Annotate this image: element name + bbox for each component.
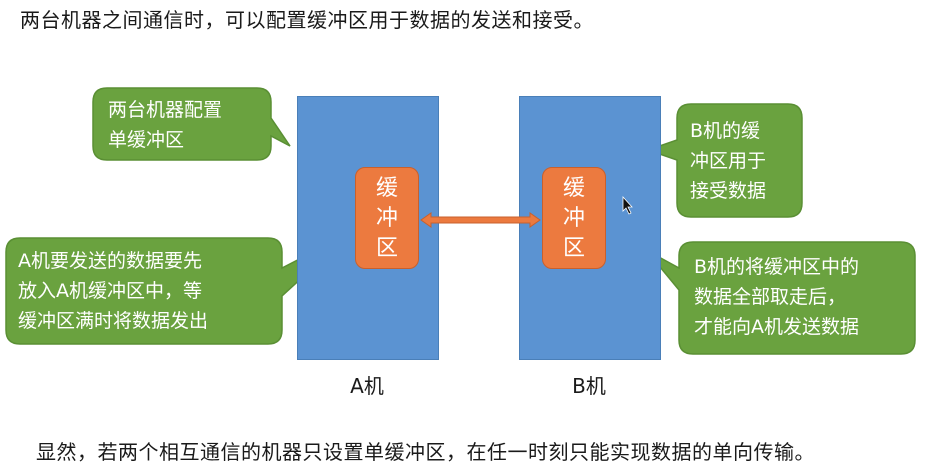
callout-top-left: 两台机器配置 单缓冲区 [108, 95, 222, 155]
buffer-b-char-2: 冲 [562, 206, 585, 231]
machine-b-buffer: 缓 冲 区 [542, 167, 606, 269]
callout-right: B机的将缓冲区中的 数据全部取走后， 才能向A机发送数据 [694, 252, 859, 342]
callout-left-line-3: 缓冲区满时将数据发出 [18, 310, 209, 332]
intro-text: 两台机器之间通信时，可以配置缓冲区用于数据的发送和接受。 [20, 8, 594, 32]
callout-left-line-2: 放入A机缓冲区中，等 [18, 280, 202, 302]
callout-right-line-2: 数据全部取走后， [694, 286, 847, 308]
callout-top-left-shape [92, 87, 291, 161]
callout-left-shape [5, 231, 353, 345]
buffer-a-char-3: 区 [375, 236, 398, 261]
callout-top-left-line-2: 单缓冲区 [108, 129, 185, 151]
callout-left: A机要发送的数据要先 放入A机缓冲区中，等 缓冲区满时将数据发出 [18, 246, 208, 336]
callout-top-right-line-2: 冲区用于 [690, 150, 767, 172]
conclusion-text: 显然，若两个相互通信的机器只设置单缓冲区，在任一时刻只能实现数据的单向传输。 [36, 440, 815, 464]
callout-top-right-line-1: B机的缓 [690, 120, 761, 142]
callout-top-right-line-3: 接受数据 [690, 180, 767, 202]
callout-left-line-1: A机要发送的数据要先 [18, 250, 202, 272]
callout-right-shape [645, 241, 916, 355]
bidirectional-arrow [420, 212, 541, 228]
callout-right-line-1: B机的将缓冲区中的 [694, 256, 860, 278]
callout-right-line-3: 才能向A机发送数据 [694, 316, 859, 338]
mouse-cursor-icon [622, 195, 633, 215]
buffer-b-char-1: 缓 [562, 176, 585, 201]
callout-top-right-shape [645, 103, 803, 218]
machine-a-buffer: 缓 冲 区 [355, 167, 419, 269]
callout-top-left-line-1: 两台机器配置 [108, 99, 223, 121]
callout-top-right: B机的缓 冲区用于 接受数据 [690, 116, 766, 206]
machine-a-label: A机 [350, 374, 384, 398]
buffer-b-char-3: 区 [562, 236, 585, 261]
buffer-a-char-2: 冲 [375, 206, 398, 231]
machine-b-label: B机 [572, 374, 606, 398]
buffer-a-char-1: 缓 [375, 176, 398, 201]
